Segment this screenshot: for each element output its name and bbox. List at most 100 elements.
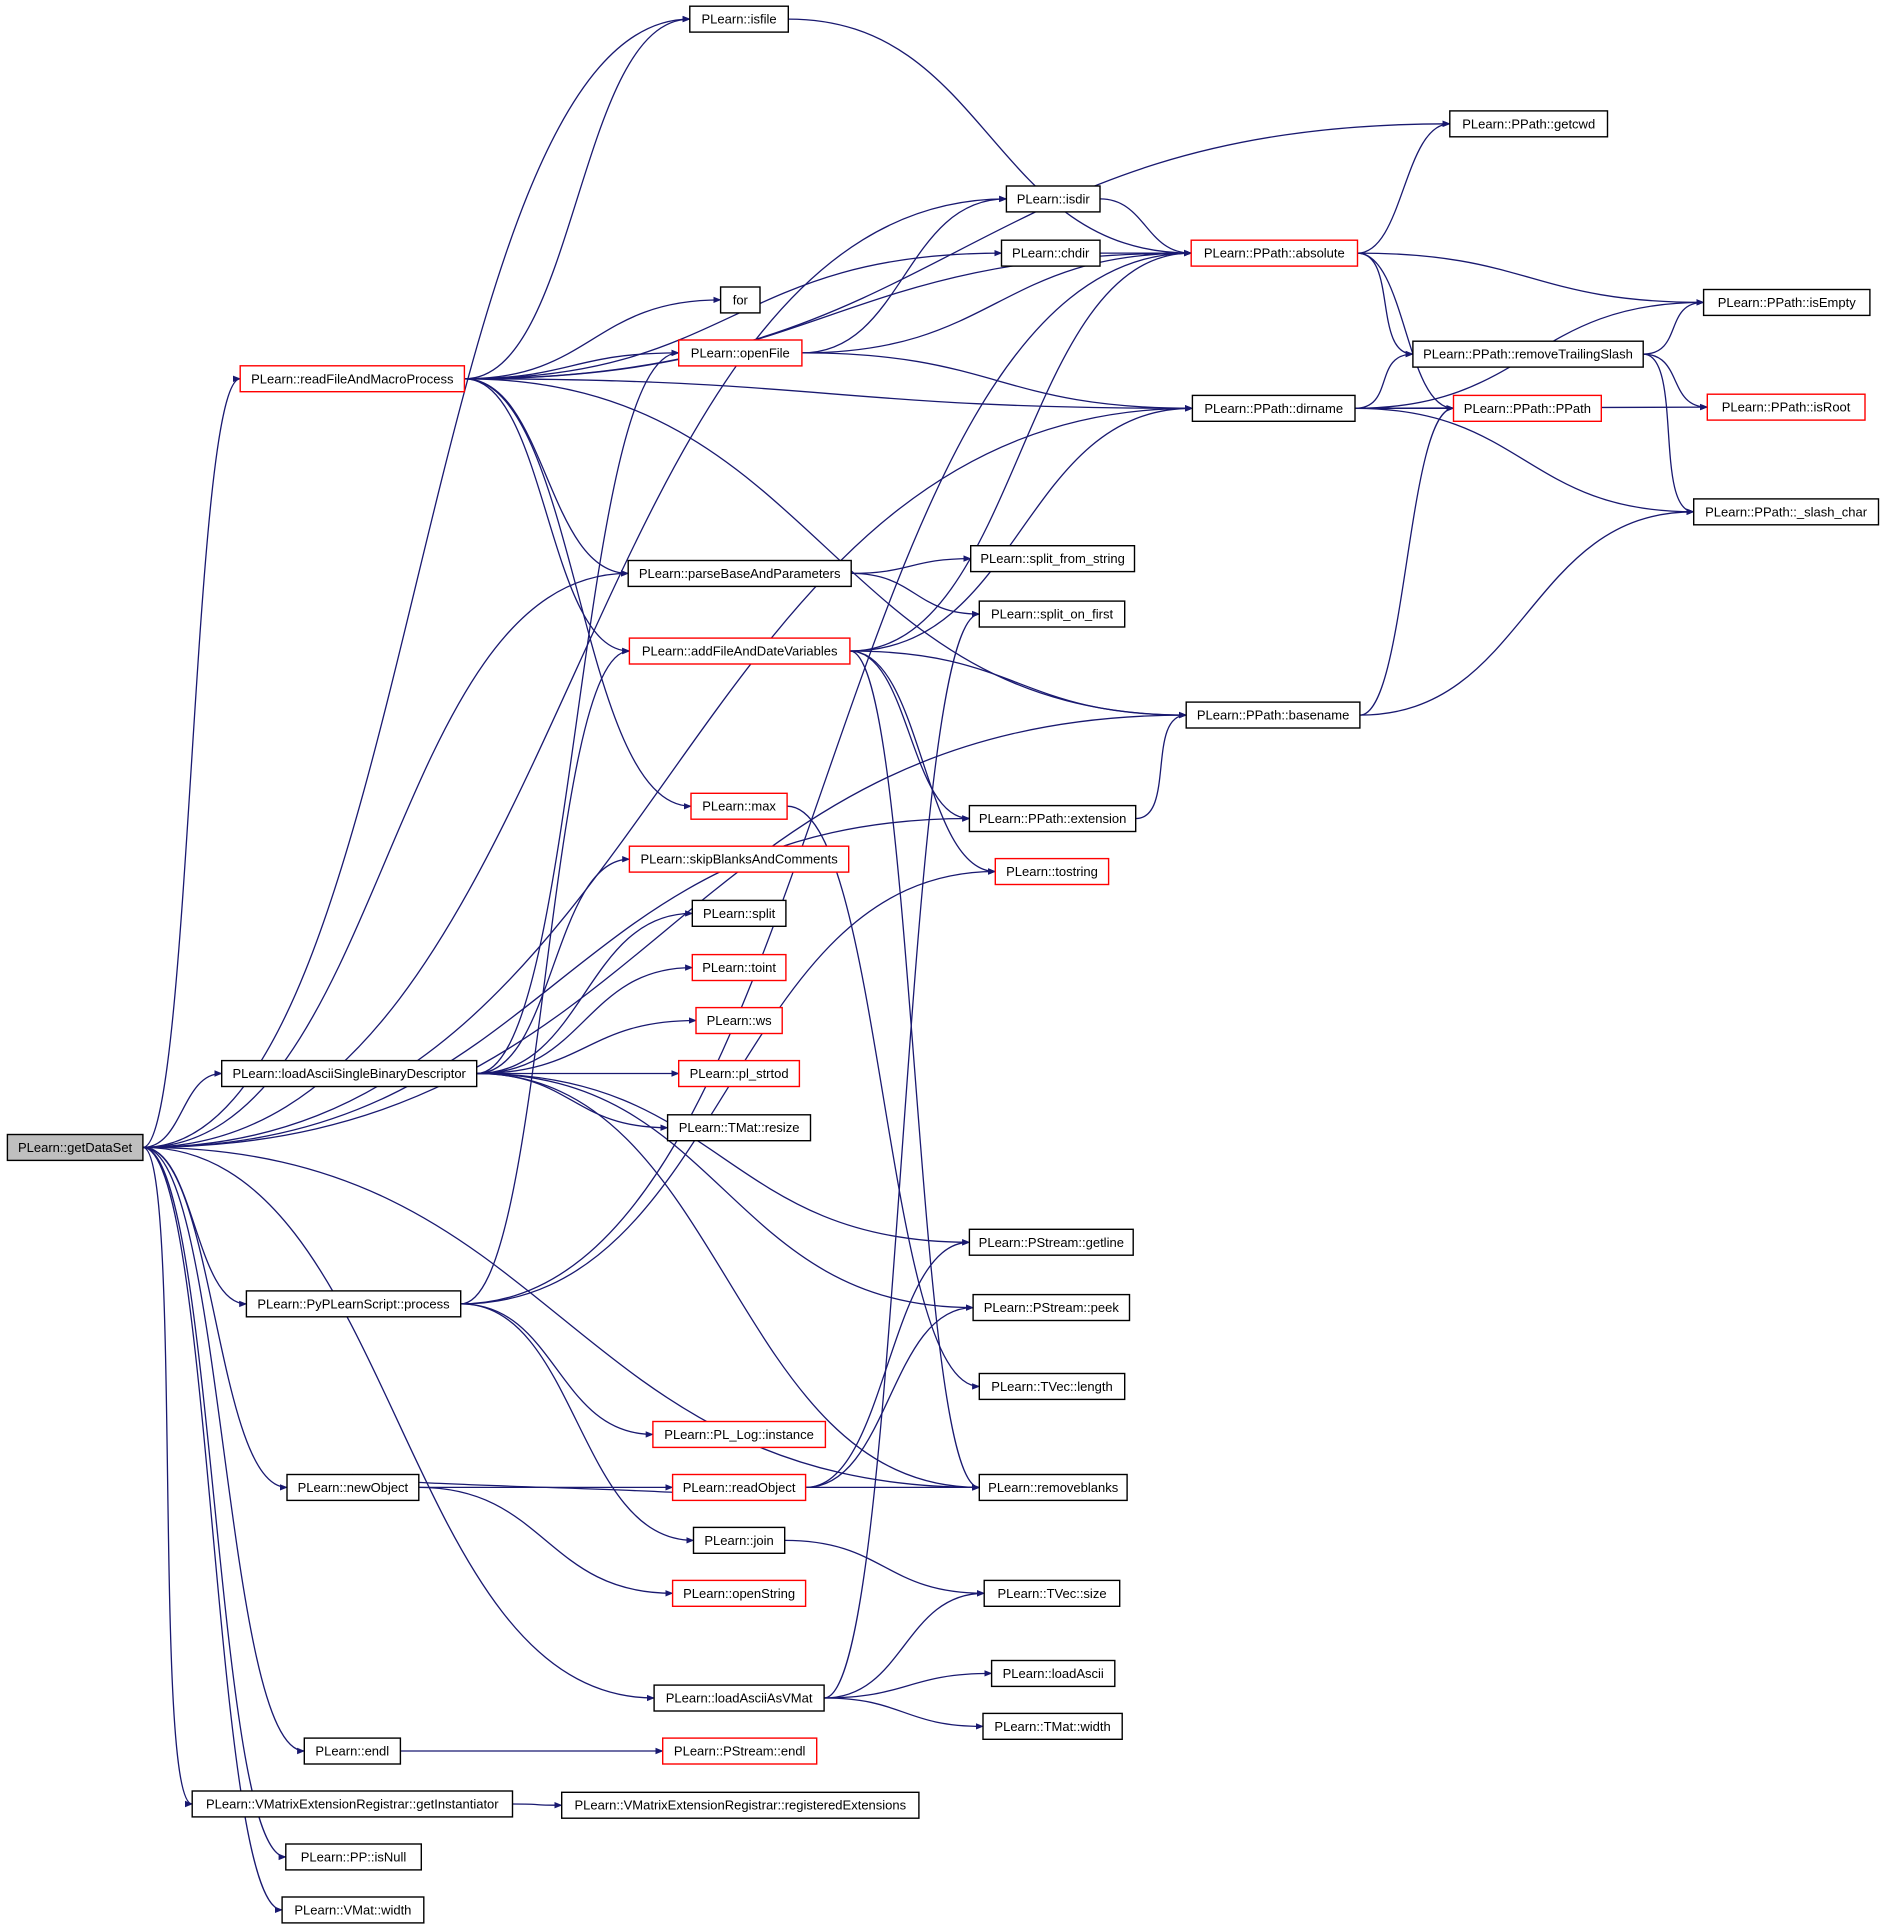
- edge-getdataset-to-readfileandmacroprocess: [142, 375, 241, 1149]
- node-tvec-length[interactable]: PLearn::TVec::length: [978, 1372, 1126, 1401]
- edge-process-to-addfileanddatevariables: [460, 647, 631, 1305]
- node-readfileandmacroprocess[interactable]: PLearn::readFileAndMacroProcess: [239, 365, 466, 393]
- node-label: PLearn::parseBaseAndParameters: [639, 566, 841, 581]
- node-label: PLearn::PP::isNull: [301, 1849, 407, 1864]
- node-label: PLearn::PPath::isRoot: [1722, 400, 1851, 415]
- node-slash-char[interactable]: PLearn::PPath::_slash_char: [1692, 498, 1880, 526]
- node-peek[interactable]: PLearn::PStream::peek: [972, 1293, 1131, 1322]
- node-vmat-width[interactable]: PLearn::VMat::width: [281, 1896, 425, 1924]
- node-loadasciisinglebinarydescriptor[interactable]: PLearn::loadAsciiSingleBinaryDescriptor: [220, 1059, 478, 1088]
- node-absolute[interactable]: PLearn::PPath::absolute: [1190, 239, 1359, 267]
- edge-readfileandmacroprocess-to-isfile: [464, 15, 691, 380]
- node-box: [1702, 288, 1871, 317]
- node-label: PLearn::skipBlanksAndComments: [640, 852, 838, 867]
- node-isroot[interactable]: PLearn::PPath::isRoot: [1706, 393, 1866, 421]
- node-tmat-resize[interactable]: PLearn::TMat::resize: [666, 1114, 812, 1142]
- node-getcwd[interactable]: PLearn::PPath::getcwd: [1449, 110, 1609, 138]
- node-tostring[interactable]: PLearn::tostring: [994, 857, 1110, 886]
- node-openfile[interactable]: PLearn::openFile: [678, 339, 803, 367]
- node-split[interactable]: PLearn::split: [691, 899, 787, 928]
- node-isdir[interactable]: PLearn::isdir: [1005, 185, 1101, 213]
- node-pl-strtod[interactable]: PLearn::pl_strtod: [678, 1059, 801, 1088]
- edge-path: [824, 611, 981, 1699]
- node-isempty[interactable]: PLearn::PPath::isEmpty: [1702, 288, 1871, 317]
- node-label: PLearn::loadAsciiSingleBinaryDescriptor: [233, 1066, 467, 1081]
- node-split-from-string[interactable]: PLearn::split_from_string: [970, 545, 1136, 573]
- edge-getinstantiator-to-registeredextensions: [512, 1801, 563, 1809]
- node-skipblanksandcomments[interactable]: PLearn::skipBlanksAndComments: [628, 845, 850, 873]
- node-max[interactable]: PLearn::max: [690, 792, 788, 820]
- node-join[interactable]: PLearn::join: [692, 1526, 786, 1555]
- node-toint[interactable]: PLearn::toint: [691, 953, 787, 982]
- node-box: [678, 339, 803, 367]
- node-loadasciiasvmat[interactable]: PLearn::loadAsciiAsVMat: [653, 1684, 825, 1712]
- edge-path: [464, 378, 1194, 412]
- node-readobject[interactable]: PLearn::readObject: [671, 1473, 807, 1502]
- edge-addfileanddatevariables-to-basename: [849, 650, 1187, 719]
- node-ppath[interactable]: PLearn::PPath::PPath: [1452, 394, 1603, 422]
- edge-path: [805, 1304, 974, 1489]
- node-isfile[interactable]: PLearn::isfile: [689, 5, 789, 33]
- node-parsebaseandparameters[interactable]: PLearn::parseBaseAndParameters: [627, 559, 852, 588]
- edge-path: [476, 1017, 697, 1075]
- edge-loadasciisinglebinarydescriptor-to-toint: [476, 964, 694, 1075]
- node-box: [1449, 110, 1609, 138]
- node-box: [628, 637, 851, 665]
- edge-path: [142, 570, 629, 1149]
- node-tmat-width[interactable]: PLearn::TMat::width: [982, 1712, 1123, 1741]
- edge-addfileanddatevariables-to-removeblanks: [849, 650, 981, 1491]
- node-box: [666, 1114, 812, 1142]
- edge-path: [1135, 711, 1187, 820]
- node-isnull[interactable]: PLearn::PP::isNull: [285, 1843, 422, 1871]
- node-removeblanks[interactable]: PLearn::removeblanks: [978, 1473, 1128, 1502]
- node-box: [286, 1473, 420, 1502]
- edge-addfileanddatevariables-to-tostring: [849, 650, 997, 875]
- node-loadascii[interactable]: PLearn::loadAscii: [990, 1659, 1116, 1688]
- node-for[interactable]: for: [719, 286, 761, 314]
- node-getdataset[interactable]: PLearn::getDataSet: [6, 1133, 144, 1162]
- node-tvec-size[interactable]: PLearn::TVec::size: [983, 1579, 1121, 1608]
- node-label: PLearn::PPath::dirname: [1204, 401, 1343, 416]
- node-process[interactable]: PLearn::PyPLearnScript::process: [245, 1290, 462, 1318]
- node-box: [1452, 394, 1603, 422]
- node-label: PLearn::loadAscii: [1003, 1666, 1104, 1681]
- edge-process-to-join: [460, 1303, 695, 1544]
- node-box: [1191, 394, 1356, 422]
- node-endl[interactable]: PLearn::endl: [303, 1737, 402, 1765]
- node-chdir[interactable]: PLearn::chdir: [1000, 239, 1101, 267]
- node-box: [968, 1228, 1134, 1256]
- node-getinstantiator[interactable]: PLearn::VMatrixExtensionRegistrar::getIn…: [191, 1790, 514, 1818]
- edge-readfileandmacroprocess-to-addfileanddatevariables: [464, 378, 631, 655]
- edge-getdataset-to-loadasciiasvmat: [142, 1146, 655, 1702]
- edge-path: [1357, 252, 1455, 412]
- edge-removetrailingslash-to-isroot: [1643, 353, 1709, 411]
- node-pl-log-instance[interactable]: PLearn::PL_Log::instance: [652, 1420, 827, 1449]
- node-label: PLearn::pl_strtod: [690, 1066, 789, 1081]
- edge-path: [849, 650, 971, 822]
- edge-getdataset-to-extension: [142, 815, 971, 1149]
- edge-path: [142, 1146, 283, 1914]
- node-box: [1706, 393, 1866, 421]
- node-basename[interactable]: PLearn::PPath::basename: [1185, 701, 1361, 729]
- node-extension[interactable]: PLearn::PPath::extension: [968, 804, 1137, 833]
- node-ws[interactable]: PLearn::ws: [695, 1006, 783, 1035]
- node-pstream-endl[interactable]: PLearn::PStream::endl: [662, 1737, 818, 1765]
- edge-readfileandmacroprocess-to-basename: [464, 378, 1187, 719]
- node-label: PLearn::removeblanks: [988, 1480, 1119, 1495]
- node-removetrailingslash[interactable]: PLearn::PPath::removeTrailingSlash: [1412, 340, 1644, 368]
- node-openstring[interactable]: PLearn::openString: [671, 1579, 807, 1608]
- node-box: [678, 1059, 801, 1088]
- node-registeredextensions[interactable]: PLearn::VMatrixExtensionRegistrar::regis…: [561, 1791, 920, 1819]
- edge-path: [512, 1801, 563, 1809]
- node-getline[interactable]: PLearn::PStream::getline: [968, 1228, 1134, 1256]
- node-dirname[interactable]: PLearn::PPath::dirname: [1191, 394, 1356, 422]
- node-newobject[interactable]: PLearn::newObject: [286, 1473, 420, 1502]
- node-label: PLearn::PStream::getline: [979, 1235, 1124, 1250]
- edge-path: [849, 650, 1187, 719]
- edge-path: [476, 856, 631, 1075]
- node-label: PLearn::chdir: [1012, 246, 1090, 261]
- node-split-on-first[interactable]: PLearn::split_on_first: [978, 600, 1126, 628]
- node-box: [978, 1473, 1128, 1502]
- node-addfileanddatevariables[interactable]: PLearn::addFileAndDateVariables: [628, 637, 851, 665]
- node-label: PLearn::VMatrixExtensionRegistrar::getIn…: [206, 1797, 499, 1812]
